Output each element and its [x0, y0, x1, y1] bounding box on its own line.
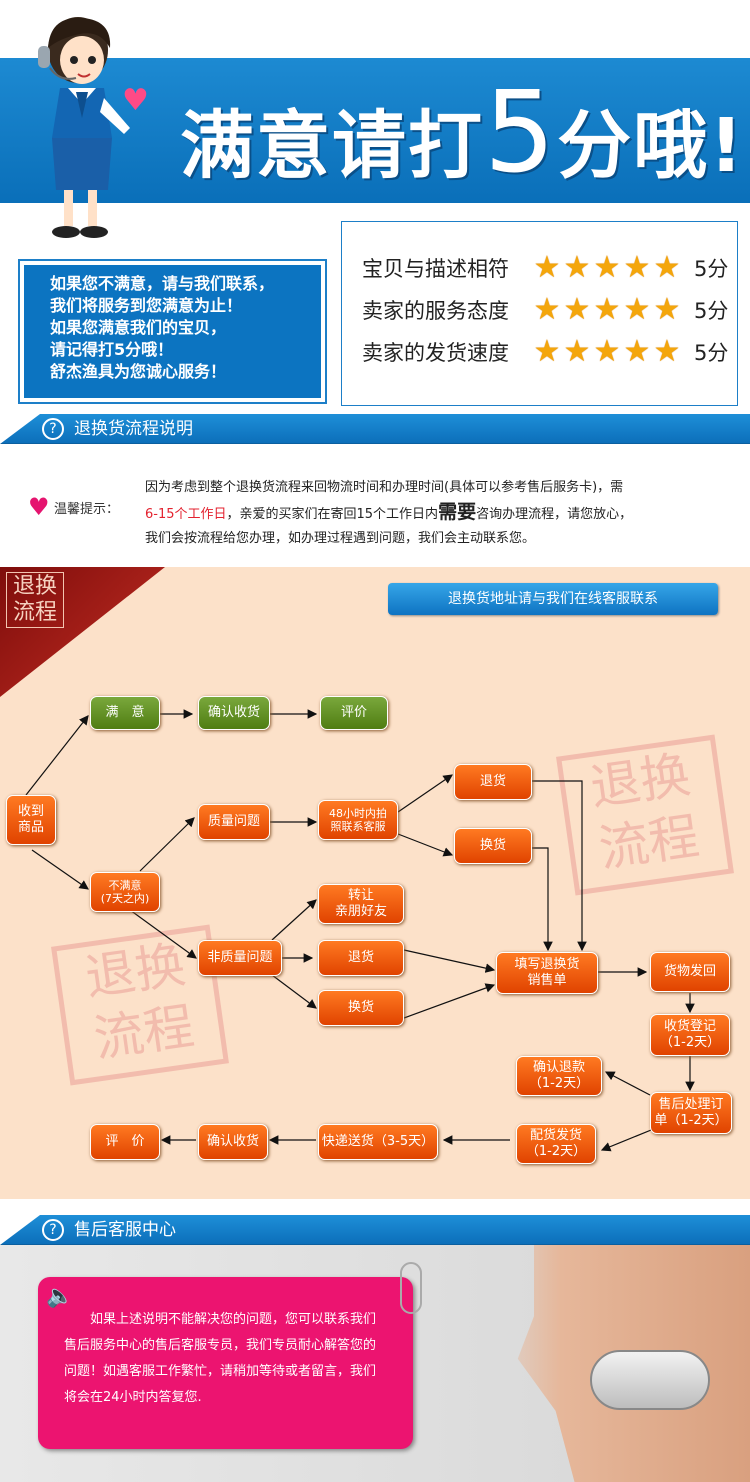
banner-top	[0, 0, 750, 58]
flow-node-after-sales-order: 售后处理订 单（1-2天）	[650, 1092, 732, 1134]
flow-node-return: 退货	[318, 940, 404, 976]
star-icon: ★	[593, 250, 621, 285]
satisfaction-info-box: 如果您不满意，请与我们联系， 我们将服务到您满意为止！ 如果您满意我们的宝贝， …	[18, 259, 327, 404]
header-slant	[0, 414, 40, 444]
contact-line: 售后服务中心的售后客服专员，我们专员耐心解答您的	[64, 1338, 377, 1353]
flow-node-unsatisfied: 不满意 (7天之内)	[90, 872, 160, 912]
header-slant	[0, 1215, 40, 1245]
speaker-icon: 🔈	[46, 1284, 74, 1309]
section-header-after-sales: ? 售后客服中心	[0, 1215, 750, 1245]
star-icon: ★	[593, 334, 621, 369]
star-icon: ★	[563, 292, 591, 327]
satisfaction-info-text: 如果您不满意，请与我们联系， 我们将服务到您满意为止！ 如果您满意我们的宝贝， …	[24, 265, 321, 398]
notice-highlight: 6-15个工作日	[145, 507, 227, 522]
banner-title: 满意请打5分哦!	[180, 77, 743, 189]
section-title: 退换货流程说明	[74, 419, 193, 439]
mascot-illustration	[38, 17, 130, 238]
flow-node-fill-form: 填写退换货 销售单	[496, 952, 598, 994]
notice-label: 温馨提示：	[54, 502, 120, 517]
paperclip-icon	[400, 1262, 422, 1314]
rating-row-description: 宝贝与描述相符 ★★★★★ 5分	[362, 248, 728, 288]
section-header-return-process: ? 退换货流程说明	[0, 414, 750, 444]
rating-score: 5分	[694, 299, 729, 323]
return-address-bar: 退换货地址请与我们在线客服联系	[388, 583, 718, 615]
contact-line: 如果上述说明不能解决您的问题，您可以联系我们	[90, 1312, 377, 1327]
info-line: 如果您不满意，请与我们联系，	[50, 274, 275, 293]
notice-line: 我们会按流程给您办理，如办理过程遇到问题，我们会主动联系您。	[145, 531, 536, 546]
flow-node-within-48h: 48小时内拍 照联系客服	[318, 800, 398, 840]
star-icon: ★	[563, 334, 591, 369]
contact-line: 将会在24小时内答复您.	[64, 1390, 202, 1405]
notice-line: 6-15个工作日，亲爱的买家们在寄回15个工作日内需要咨询办理流程，请您放心，	[145, 500, 705, 527]
banner-title-number: 5	[484, 68, 558, 198]
banner-title-prefix: 满意请打	[180, 103, 484, 189]
flow-node-transfer-friends: 转让 亲朋好友	[318, 884, 404, 924]
star-icon: ★	[653, 250, 681, 285]
notice-emphasis: 需要	[438, 501, 477, 523]
flow-node-ship-back: 货物发回	[650, 952, 730, 992]
rating-score: 5分	[694, 341, 729, 365]
rating-label: 卖家的服务态度	[362, 299, 509, 323]
contact-message-box: 如果上述说明不能解决您的问题，您可以联系我们 售后服务中心的售后客服专员，我们专…	[38, 1277, 413, 1449]
rating-score: 5分	[694, 257, 729, 281]
rating-label: 卖家的发货速度	[362, 341, 509, 365]
flow-node-quality-issue: 质量问题	[198, 804, 270, 840]
corner-label: 退换流程	[6, 572, 64, 628]
star-icon: ★	[563, 250, 591, 285]
flow-node-review: 评价	[320, 696, 388, 730]
flow-arrows	[25, 709, 695, 1152]
rating-box: 宝贝与描述相符 ★★★★★ 5分 卖家的服务态度 ★★★★★ 5分 卖家的发货速…	[341, 221, 738, 406]
star-icon: ★	[653, 292, 681, 327]
star-icon: ★	[623, 292, 651, 327]
flow-node-return: 退货	[454, 764, 532, 800]
rating-label: 宝贝与描述相符	[362, 257, 509, 281]
notice-text-segment: 咨询办理流程，请您放心，	[476, 507, 633, 522]
flow-node-confirm-receipt: 确认收货	[198, 696, 270, 730]
notice-text-segment: ，亲爱的买家们在寄回15个工作日内	[226, 507, 439, 522]
star-icon: ★	[653, 334, 681, 369]
star-icon: ★	[533, 292, 561, 327]
rating-row-shipping: 卖家的发货速度 ★★★★★ 5分	[362, 332, 728, 372]
flow-node-non-quality-issue: 非质量问题	[198, 940, 282, 976]
star-icon: ★	[533, 250, 561, 285]
info-line: 我们将服务到您满意为止！	[50, 296, 243, 315]
flow-node-exchange: 换货	[318, 990, 404, 1026]
heart-icon: ♥	[28, 493, 50, 521]
rating-row-service: 卖家的服务态度 ★★★★★ 5分	[362, 290, 728, 330]
flow-node-express-delivery: 快递送货（3-5天）	[318, 1124, 438, 1160]
flow-node-received: 收到 商品	[6, 795, 56, 845]
question-icon: ?	[42, 1219, 64, 1241]
info-line: 请记得打5分哦！	[50, 340, 174, 359]
section-title: 售后客服中心	[74, 1220, 176, 1240]
star-icon: ★	[623, 250, 651, 285]
flow-node-delivery-dispatch: 配货发货 （1-2天）	[516, 1124, 596, 1164]
banner-title-suffix: 分哦!	[557, 103, 746, 189]
question-icon: ?	[42, 418, 64, 440]
flow-node-confirm-receipt: 确认收货	[198, 1124, 268, 1160]
star-icon: ★	[593, 292, 621, 327]
star-icon: ★	[533, 334, 561, 369]
headset-icon	[590, 1350, 710, 1410]
notice-line: 因为考虑到整个退换货流程来回物流时间和办理时间(具体可以参考售后服务卡)，需	[145, 480, 624, 495]
flow-node-receipt-register: 收货登记 （1-2天）	[650, 1014, 730, 1056]
info-line: 舒杰渔具为您诚心服务！	[50, 362, 227, 381]
notice-text: 因为考虑到整个退换货流程来回物流时间和办理时间(具体可以参考售后服务卡)，需 6…	[145, 476, 705, 551]
info-line: 如果您满意我们的宝贝，	[50, 318, 227, 337]
star-icon: ★	[623, 334, 651, 369]
heart-icon: ♥	[122, 83, 149, 118]
flow-node-review: 评 价	[90, 1124, 160, 1160]
flow-node-exchange: 换货	[454, 828, 532, 864]
flow-node-satisfied: 满 意	[90, 696, 160, 730]
flow-node-confirm-refund: 确认退款 （1-2天）	[516, 1056, 602, 1096]
contact-line: 问题！如遇客服工作繁忙，请稍加等待或者留言，我们	[64, 1364, 377, 1379]
